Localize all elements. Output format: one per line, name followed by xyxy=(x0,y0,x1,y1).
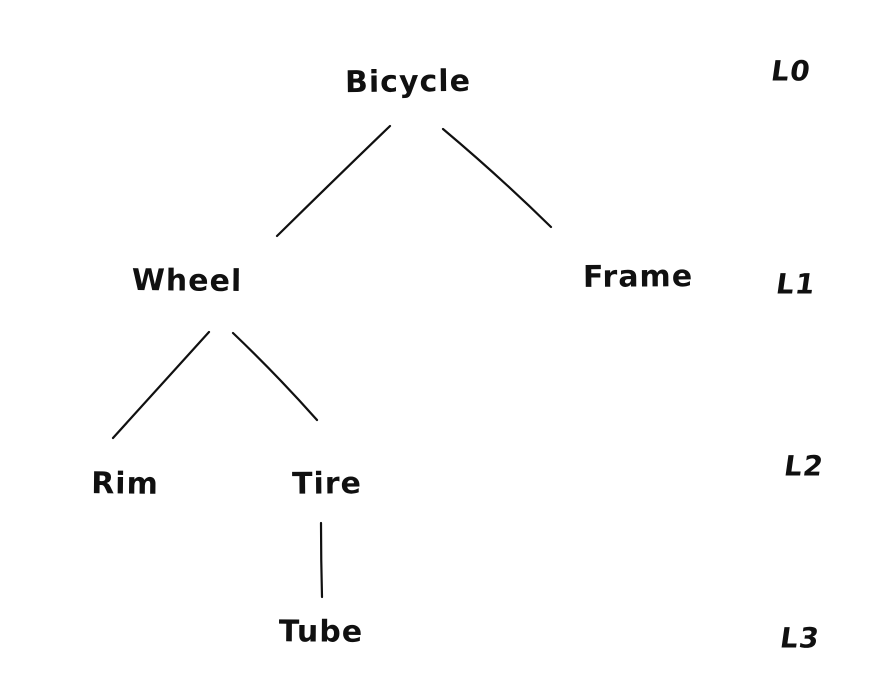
edge-bicycle-frame xyxy=(441,127,553,229)
edge-wheel-tire xyxy=(231,331,319,422)
tree-node-tube: Tube xyxy=(278,614,364,650)
edge-bicycle-wheel xyxy=(275,124,392,238)
tree-node-rim: Rim xyxy=(90,466,160,502)
level-label-l3: L3 xyxy=(778,621,822,655)
tree-node-tire: Tire xyxy=(291,466,363,502)
level-label-l0: L0 xyxy=(769,54,813,88)
tree-node-wheel: Wheel xyxy=(131,263,243,299)
edge-wheel-rim xyxy=(111,330,211,440)
tree-node-bicycle: Bicycle xyxy=(344,63,472,101)
level-label-l1: L1 xyxy=(774,267,818,301)
tree-node-frame: Frame xyxy=(582,259,694,295)
edge-tire-tube xyxy=(319,521,324,599)
level-label-l2: L2 xyxy=(782,449,826,483)
